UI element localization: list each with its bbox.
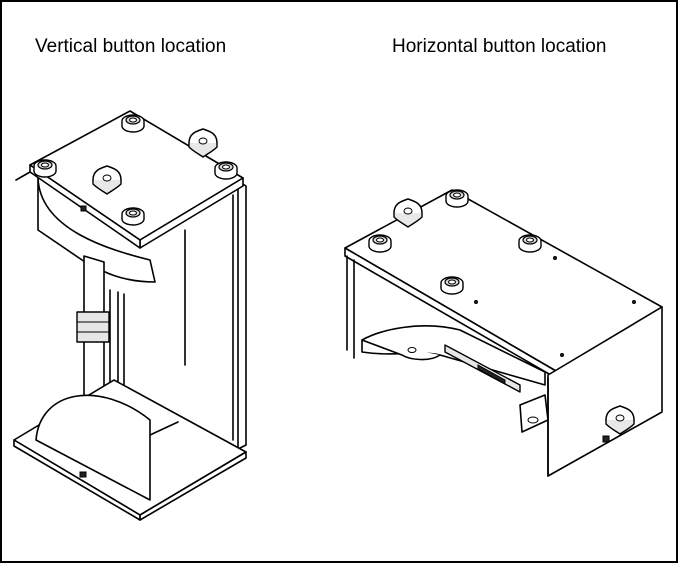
- rubber-foot-icon: [518, 234, 542, 253]
- vertical-mount-illustration: [13, 110, 247, 521]
- rubber-foot-icon: [445, 189, 469, 208]
- rubber-foot-icon: [121, 207, 145, 226]
- rubber-foot-icon: [33, 159, 57, 178]
- vertical-location-label: Vertical button location: [35, 36, 227, 57]
- strap-buckle: [76, 311, 110, 343]
- rubber-foot-icon: [440, 276, 464, 295]
- horizontal-location-label: Horizontal button location: [392, 36, 607, 57]
- rubber-foot-icon: [368, 234, 392, 253]
- rubber-foot-icon: [121, 114, 145, 133]
- horizontal-mount-illustration: [344, 189, 663, 477]
- rubber-foot-icon: [214, 161, 238, 180]
